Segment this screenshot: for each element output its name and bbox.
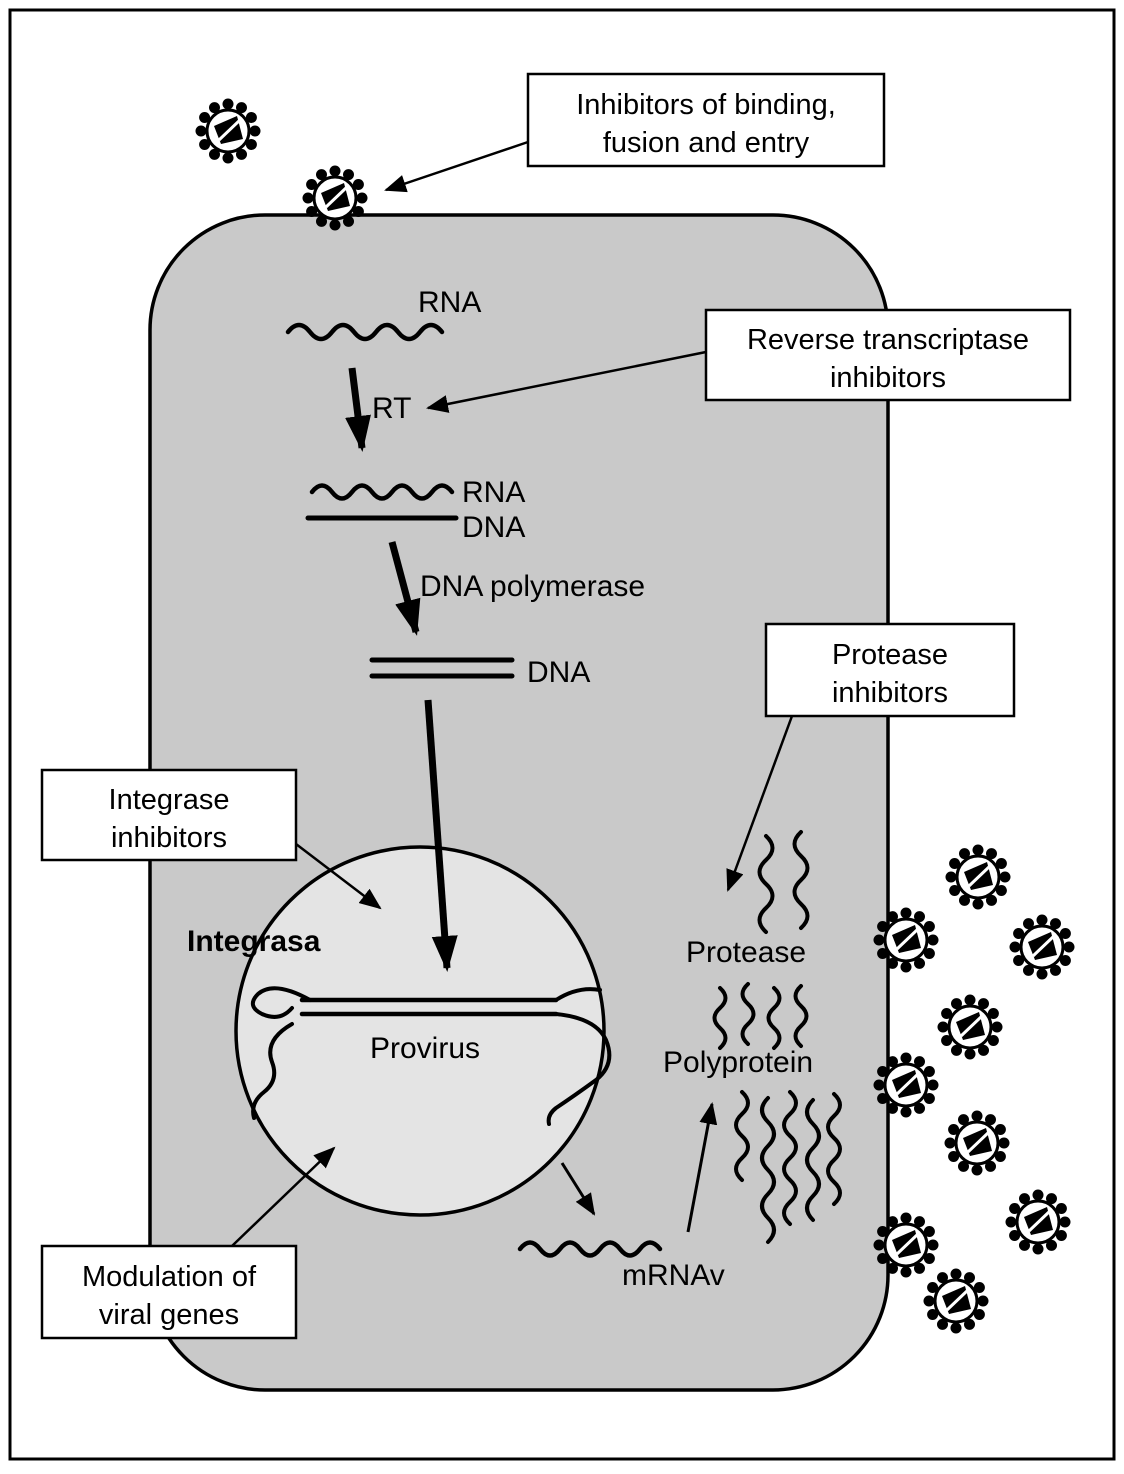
callout-modulation: Modulation of viral genes	[40, 1244, 298, 1340]
callout-reverse-transcriptase: Reverse transcriptase inhibitors	[704, 308, 1072, 402]
polyprotein-label: Polyprotein	[663, 1046, 813, 1079]
hybrid-rna-strand	[309, 483, 455, 501]
polyprotein-strand	[766, 986, 782, 1050]
callout-integrase-box	[40, 768, 298, 862]
arrow-dna-to-provirus	[424, 699, 458, 972]
callout-protease-line1: Protease	[832, 639, 948, 671]
callout-integrase: Integrase inhibitors	[40, 768, 298, 862]
callout-rt-box	[704, 308, 1072, 402]
callout-integrase-line2: inhibitors	[111, 822, 227, 854]
hybrid-rna-label: RNA	[462, 476, 525, 509]
callout-protease-line2: inhibitors	[832, 677, 948, 709]
nucleus	[234, 845, 606, 1217]
arrow-hybrid-to-dna	[388, 541, 421, 636]
mrnav-label: mRNAv	[622, 1259, 725, 1292]
protease-label: Protease	[686, 936, 806, 969]
provirus-right-hook	[554, 987, 602, 1002]
callout-protease: Protease inhibitors	[764, 622, 1016, 718]
polyprotein-strand	[740, 982, 756, 1046]
provirus-label: Provirus	[370, 1032, 480, 1065]
callout-binding-line1: Inhibitors of binding,	[576, 89, 836, 121]
callout-protease-box	[764, 622, 1016, 718]
arrow-modulation-callout	[231, 1146, 336, 1247]
callout-modulation-box	[40, 1244, 298, 1340]
provirus-right-tail	[546, 1012, 612, 1126]
arrow-integrase-callout	[295, 843, 382, 910]
callout-binding-line2: fusion and entry	[603, 127, 810, 159]
arrow-mrna-to-polyprotein	[686, 1102, 718, 1233]
protease-strand	[757, 834, 775, 934]
callout-binding: Inhibitors of binding, fusion and entry	[526, 72, 886, 168]
arrow-nucleus-to-mrna	[560, 1162, 596, 1216]
mrna-strand	[517, 1240, 663, 1258]
cleaved-protein-strand	[805, 1098, 821, 1222]
rt-label: RT	[372, 392, 411, 425]
cleaved-protein-strand	[734, 1090, 750, 1182]
dna-polymerase-label: DNA polymerase	[420, 570, 645, 603]
cleaved-protein-strand	[826, 1092, 842, 1206]
callout-binding-box	[526, 72, 886, 168]
provirus-left-tail	[251, 1022, 294, 1120]
arrow-rna-to-hybrid	[345, 367, 371, 452]
callout-modulation-line2: viral genes	[99, 1299, 239, 1331]
callout-rt-line2: inhibitors	[830, 362, 946, 394]
hybrid-dna-label: DNA	[462, 511, 525, 544]
rna-label: RNA	[418, 286, 481, 319]
polyprotein-strand	[793, 984, 809, 1048]
callout-rt-line1: Reverse transcriptase	[747, 324, 1029, 356]
callout-integrase-line1: Integrase	[109, 784, 230, 816]
arrow-binding-callout	[384, 140, 529, 193]
arrow-protease-callout	[726, 715, 794, 892]
dna-label: DNA	[527, 656, 590, 689]
integrasa-label: Integrasa	[187, 925, 321, 958]
protease-strand	[792, 830, 810, 930]
viral-rna-strand	[285, 322, 445, 342]
polyprotein-strand	[712, 986, 728, 1050]
arrow-rt-callout	[426, 350, 707, 413]
provirus-left-loop	[250, 986, 312, 1019]
callout-modulation-line1: Modulation of	[82, 1261, 257, 1293]
cleaved-protein-strand	[760, 1096, 776, 1244]
cleaved-protein-strand	[782, 1090, 798, 1226]
